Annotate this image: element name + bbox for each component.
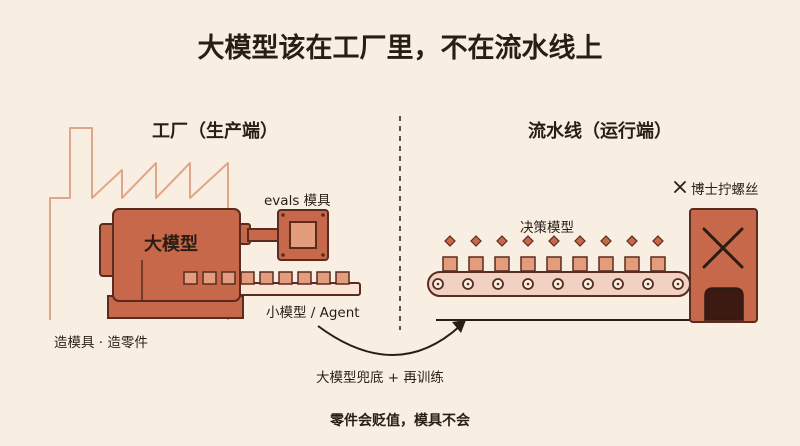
decision-diamond <box>652 235 664 247</box>
mold-label: evals 模具 <box>264 193 331 209</box>
machine-arm <box>247 228 279 242</box>
roller-axle <box>526 282 530 286</box>
small-part <box>259 271 274 285</box>
decision-diamond <box>548 235 560 247</box>
roller-axle <box>586 282 590 286</box>
small-part <box>183 271 198 285</box>
x-icon <box>702 227 744 269</box>
retrain-arrow-head <box>452 320 466 333</box>
roller-axle <box>436 282 440 286</box>
decision-block <box>624 256 640 272</box>
small-part <box>278 271 293 285</box>
machine-label: 大模型 <box>144 234 198 255</box>
small-part <box>221 271 236 285</box>
decision-block <box>598 256 614 272</box>
factory-caption: 造模具 · 造零件 <box>54 335 148 351</box>
blocked-label: 博士拧螺丝 <box>691 182 759 198</box>
roller-axle <box>646 282 650 286</box>
decision-diamonds-row <box>444 235 664 247</box>
small-part <box>240 271 255 285</box>
factory-building <box>49 127 229 320</box>
pipeline-heading: 流水线（运行端） <box>528 121 672 142</box>
retrain-arrow <box>317 325 461 356</box>
roller-axle <box>676 282 680 286</box>
station-door <box>704 287 744 321</box>
mold-inner <box>289 221 317 249</box>
decision-diamond <box>444 235 456 247</box>
decision-diamond <box>522 235 534 247</box>
decision-diamond <box>470 235 482 247</box>
arrow-label: 大模型兜底 + 再训练 <box>316 370 444 386</box>
parts-label: 小模型 / Agent <box>266 305 360 321</box>
page-title: 大模型该在工厂里，不在流水线上 <box>197 33 603 64</box>
decision-diamond <box>600 235 612 247</box>
roller-axle <box>466 282 470 286</box>
decision-block <box>546 256 562 272</box>
decision-block <box>650 256 666 272</box>
decision-block <box>468 256 484 272</box>
small-part <box>335 271 350 285</box>
decision-block <box>442 256 458 272</box>
footer-caption: 零件会贬值，模具不会 <box>330 413 470 429</box>
roller-axle <box>616 282 620 286</box>
factory-heading: 工厂（生产端） <box>152 121 278 142</box>
decision-diamond <box>626 235 638 247</box>
decision-label: 决策模型 <box>520 220 574 236</box>
small-part <box>202 271 217 285</box>
small-part <box>297 271 312 285</box>
small-parts-row <box>183 271 350 285</box>
x-icon <box>674 181 686 193</box>
decision-block <box>572 256 588 272</box>
decision-blocks-row <box>442 256 666 272</box>
roller-axle <box>496 282 500 286</box>
decision-diamond <box>496 235 508 247</box>
roller-axle <box>556 282 560 286</box>
small-part <box>316 271 331 285</box>
decision-diamond <box>574 235 586 247</box>
conveyor-rollers <box>432 278 684 290</box>
decision-block <box>520 256 536 272</box>
decision-block <box>494 256 510 272</box>
